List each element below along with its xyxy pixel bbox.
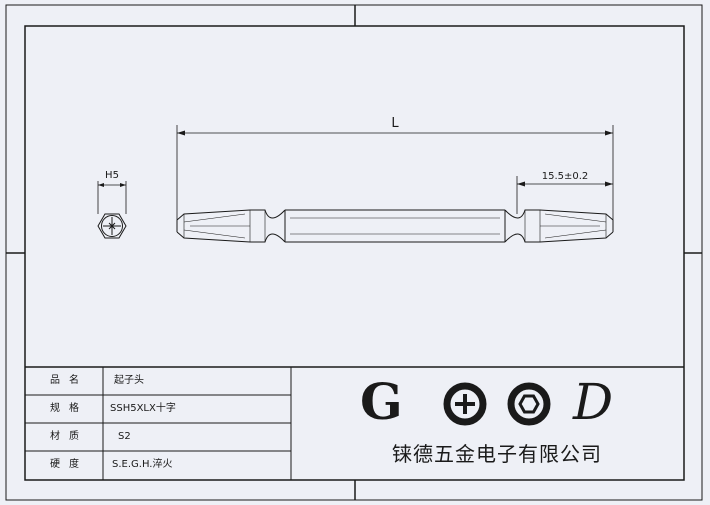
logo-hex-circle-icon — [507, 382, 551, 426]
hex-size-label: H5 — [105, 170, 119, 181]
drawing-frame — [5, 4, 703, 501]
title-block-table — [25, 366, 684, 480]
bit-side-view — [176, 209, 614, 243]
row-value-material: S2 — [118, 431, 131, 442]
row-value-hardness: S.E.G.H.淬火 — [112, 459, 173, 470]
hex-end-view — [97, 213, 127, 239]
company-name: 铼德五金电子有限公司 — [392, 442, 602, 466]
tip-dimension — [516, 176, 613, 214]
row-value-spec: SSH5XLX十字 — [110, 403, 176, 414]
logo-letter-d: D — [573, 373, 614, 431]
logo-plus-circle-icon — [443, 382, 487, 426]
logo-letter-g: G — [360, 372, 403, 431]
row-label-hardness: 硬度 — [50, 459, 88, 470]
length-dimension — [176, 125, 614, 222]
row-label-material: 材质 — [50, 431, 88, 442]
tip-length-label: 15.5±0.2 — [542, 171, 589, 182]
length-label: L — [391, 116, 399, 131]
row-value-name: 起子头 — [114, 375, 144, 386]
row-label-name: 品名 — [50, 375, 88, 386]
hex-dimension — [97, 181, 127, 214]
row-label-spec: 规格 — [50, 403, 88, 414]
